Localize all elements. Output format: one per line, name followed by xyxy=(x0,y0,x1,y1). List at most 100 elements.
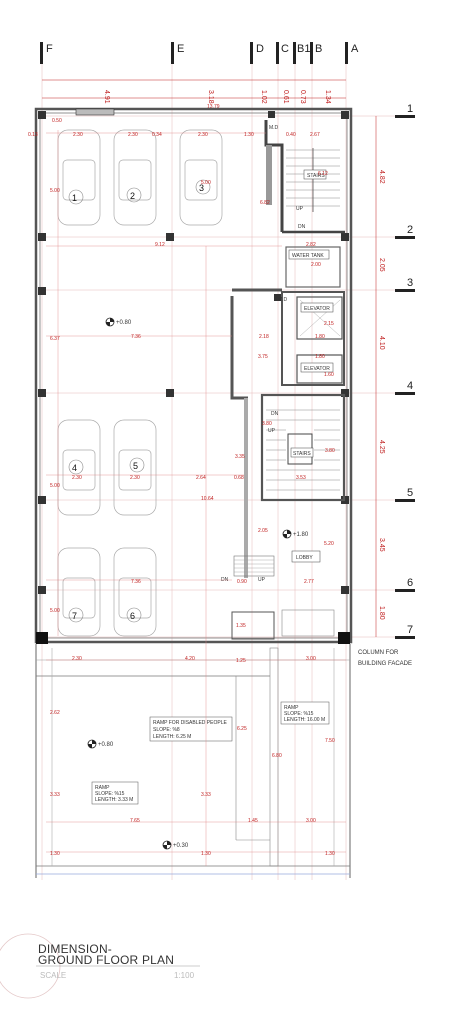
column-facade-line2: BUILDING FACADE xyxy=(358,661,412,667)
dim-637: 6.37 xyxy=(50,336,60,342)
dim-230-a: 2.30 xyxy=(73,132,83,138)
scale-value: 1:100 xyxy=(174,971,195,980)
dim-218: 2.18 xyxy=(259,334,269,340)
dim-130-c: 1.30 xyxy=(325,851,335,857)
core-stairs xyxy=(260,393,346,502)
dim-500-a: 5.00 xyxy=(50,188,60,194)
dim-row-56: 3.45 xyxy=(378,538,385,552)
stairs-core-label: STAIRS xyxy=(293,451,311,457)
building-walls xyxy=(34,107,353,644)
ramp-left-line2: SLOPE: %15 xyxy=(95,791,125,797)
row-label-5: 5 xyxy=(407,487,413,499)
lobby-up-label: UP xyxy=(258,577,266,583)
ramp-right-line2: SLOPE: %15 xyxy=(284,711,314,717)
dim-145: 1.45 xyxy=(248,818,258,824)
dim-912: 9.12 xyxy=(155,242,165,248)
dim-row-23: 2.05 xyxy=(378,258,385,272)
dim-380-b: 3.80 xyxy=(325,448,335,454)
dim-135: 1.35 xyxy=(236,623,246,629)
grid-marker-b1 xyxy=(293,42,296,64)
dim-765: 7.65 xyxy=(130,818,140,824)
grid-label-f: F xyxy=(46,43,53,55)
ramp-disabled-line1: RAMP FOR DISABLED PEOPLE xyxy=(153,720,227,726)
row-marker-2 xyxy=(395,236,415,239)
row-label-3: 3 xyxy=(407,277,413,289)
dim-034: 0.34 xyxy=(152,132,162,138)
dim-215: 2.15 xyxy=(324,321,334,327)
parking-number-6: 6 xyxy=(130,611,135,621)
level-080-parking: +0.80 xyxy=(116,320,132,326)
stairs-up-label: UP xyxy=(296,206,304,212)
ramp-right-note xyxy=(280,701,330,725)
dim-230-d: 2.30 xyxy=(72,475,82,481)
dim-180-b: 1.80 xyxy=(315,354,325,360)
dim-068: 0.68 xyxy=(234,475,244,481)
level-marker-icon xyxy=(282,529,292,539)
grid-label-b: B xyxy=(315,43,322,55)
dim-col-b1b: 0.73 xyxy=(299,90,306,104)
ramp-disabled-note xyxy=(149,716,233,742)
md-label-top: M.D xyxy=(269,125,279,131)
row-grid: 1 2 3 4 5 6 7 4.82 2.05 4.10 4.25 3.45 1… xyxy=(38,103,415,639)
elevator-2-label: ELEVATOR xyxy=(304,366,330,372)
column-facade-line1: COLUMN FOR xyxy=(358,650,399,656)
parking-number-4: 4 xyxy=(72,463,77,473)
dim-625: 6.25 xyxy=(237,726,247,732)
row-marker-3 xyxy=(395,289,415,292)
dim-500-c: 5.00 xyxy=(50,483,60,489)
stairs-top-label: STAIRS xyxy=(307,173,325,179)
row-marker-5 xyxy=(395,499,415,502)
ramp-right-line3: LENGTH: 16.00 M xyxy=(284,717,325,723)
dim-col-dc: 1.02 xyxy=(260,90,267,104)
lobby-bench xyxy=(281,609,335,637)
grid-label-b1: B1 xyxy=(297,43,310,55)
dim-130-a: 1.30 xyxy=(50,851,60,857)
dim-282: 2.82 xyxy=(306,242,316,248)
dim-200: 2.00 xyxy=(311,262,321,268)
parking-number-7: 7 xyxy=(72,611,77,621)
dim-682: 6.82 xyxy=(260,200,270,206)
parking-area: 1 2 3 4 5 7 6 xyxy=(57,129,223,637)
water-tank xyxy=(285,246,341,288)
dim-612: 6.12 xyxy=(318,171,328,177)
grid-label-e: E xyxy=(177,43,184,55)
level-markers: +0.80 +1.80 +0.80 +0.30 xyxy=(87,317,309,850)
column-grid: F E D C B1 B A xyxy=(40,42,359,880)
dim-130-top: 1.30 xyxy=(244,132,254,138)
grid-label-c: C xyxy=(281,43,289,55)
level-marker-icon xyxy=(87,739,97,749)
interior-dimensions: 0.50 0.13 2.30 2.30 0.34 2.30 1.30 0.40 … xyxy=(28,118,346,866)
grid-marker-a xyxy=(345,42,348,64)
column-dimensions: 4.91 3.18 1.02 0.61 0.73 1.34 13.79 xyxy=(103,90,331,110)
dim-130-b: 1.30 xyxy=(201,851,211,857)
parking-number-1: 1 xyxy=(72,193,77,203)
dim-1064: 10.64 xyxy=(201,496,214,502)
dim-520: 5.20 xyxy=(324,541,334,547)
dim-380-a: 3.80 xyxy=(262,421,272,427)
front-area: RAMP FOR DISABLED PEOPLE SLOPE: %8 LENGT… xyxy=(35,644,412,878)
grid-label-d: D xyxy=(256,43,264,55)
dim-333-a: 3.33 xyxy=(50,792,60,798)
ramp-left-line1: RAMP xyxy=(95,785,110,791)
dim-277: 2.77 xyxy=(304,579,314,585)
dim-050: 0.50 xyxy=(52,118,62,124)
dim-col-fe: 4.91 xyxy=(103,90,110,104)
dim-300-b: 3.00 xyxy=(306,818,316,824)
ramp-disabled-line2: SLOPE: %8 xyxy=(153,727,180,733)
dim-230-f: 2.30 xyxy=(72,656,82,662)
dim-375: 3.75 xyxy=(258,354,268,360)
dim-top-total: 13.79 xyxy=(207,104,220,110)
dim-750: 7.50 xyxy=(325,738,335,744)
dim-267: 2.67 xyxy=(310,132,320,138)
dim-col-cb1: 0.61 xyxy=(282,90,289,104)
dim-row-34: 4.10 xyxy=(378,336,385,350)
grid-marker-f xyxy=(40,42,43,64)
elevator-2 xyxy=(296,354,343,384)
dim-col-ed: 3.18 xyxy=(207,90,214,104)
ramp-left-note xyxy=(91,781,139,805)
dim-333-b: 3.33 xyxy=(201,792,211,798)
grid-marker-d xyxy=(250,42,253,64)
dim-230-b: 2.30 xyxy=(128,132,138,138)
top-window xyxy=(75,108,115,116)
